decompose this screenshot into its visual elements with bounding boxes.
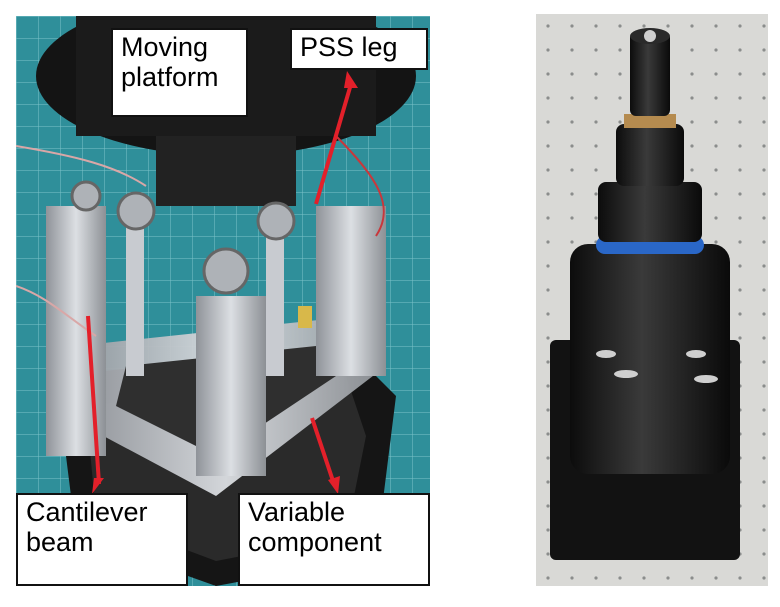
cantilever-beam-label-line2: beam [26,527,94,557]
device-photo-graphic [536,14,768,586]
device-photo [536,14,768,586]
pss-leg-arrow [314,83,353,205]
pss-leg-label-line1: PSS leg [300,32,398,62]
variable-component-label-line1: Variable [248,497,346,527]
moving-platform-label-line2: platform [121,62,219,92]
variable-component-label-line2: component [248,527,382,557]
pss-leg-label: PSS leg [290,28,428,70]
moving-platform-label: Moving platform [111,28,248,117]
cantilever-beam-label-line1: Cantilever [26,497,148,527]
variable-component-label: Variable component [238,493,430,586]
moving-platform-label-line1: Moving [121,32,209,62]
cantilever-arrow [86,315,101,485]
cantilever-beam-label: Cantilever beam [16,493,188,586]
variable-component-arrow [310,417,336,485]
